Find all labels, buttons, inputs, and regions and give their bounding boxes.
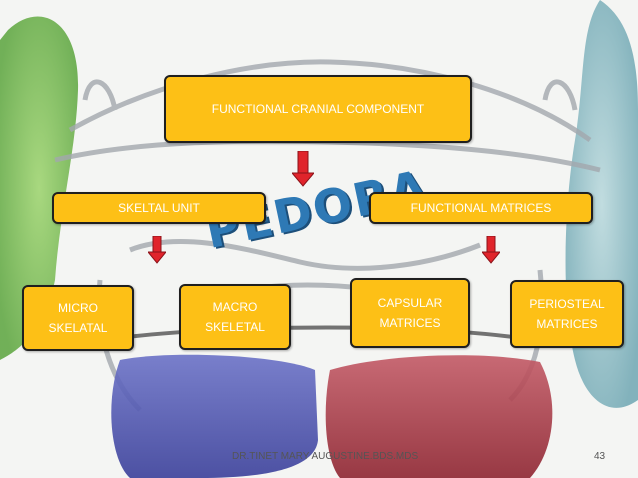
- down-arrow-icon: [292, 151, 314, 187]
- capsular-matrices-label: CAPSULAR MATRICES: [377, 296, 443, 330]
- micro-skeletal-box: MICRO SKELATAL: [22, 285, 134, 351]
- skeletal-unit-box: SKELTAL UNIT: [52, 192, 266, 224]
- functional-cranial-component-box: FUNCTIONAL CRANIAL COMPONENT: [164, 75, 472, 143]
- functional-matrices-label: FUNCTIONAL MATRICES: [410, 201, 552, 215]
- footer-author: DR.TINET MARY AUGUSTINE.BDS.MDS: [232, 451, 419, 462]
- skeletal-unit-label: SKELTAL UNIT: [118, 201, 200, 215]
- macro-skeletal-box: MACRO SKELETAL: [179, 284, 291, 350]
- macro-skeletal-label: MACRO SKELETAL: [205, 300, 265, 334]
- periosteal-matrices-box: PERIOSTEAL MATRICES: [510, 280, 624, 348]
- functional-cranial-component-label: FUNCTIONAL CRANIAL COMPONENT: [211, 102, 425, 116]
- capsular-matrices-box: CAPSULAR MATRICES: [350, 278, 470, 348]
- micro-skeletal-label: MICRO SKELATAL: [48, 301, 108, 335]
- periosteal-matrices-label: PERIOSTEAL MATRICES: [529, 297, 605, 331]
- down-arrow-icon: [148, 236, 166, 264]
- functional-matrices-box: FUNCTIONAL MATRICES: [369, 192, 593, 224]
- down-arrow-icon: [482, 236, 500, 264]
- page-number: 43: [594, 451, 606, 462]
